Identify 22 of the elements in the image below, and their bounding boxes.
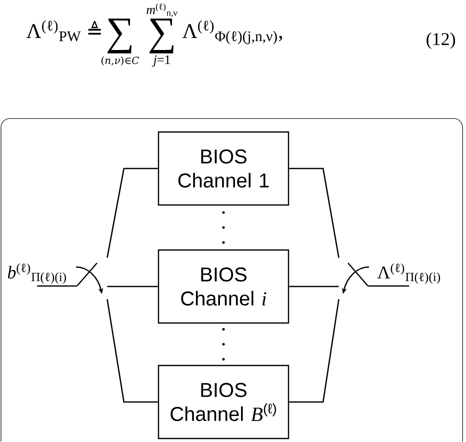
connector-line — [107, 286, 158, 288]
equation-term: ≜ — [88, 20, 101, 35]
connector-line — [368, 285, 410, 287]
equation-term: (n,ν)∈C — [102, 56, 140, 66]
connector-line — [106, 168, 158, 258]
connector-line — [37, 285, 77, 287]
connector-line — [289, 286, 339, 288]
connector-line — [106, 299, 158, 403]
channel-box: BIOS Channel i — [158, 249, 290, 324]
channel-box: BIOS Channel 1 — [158, 131, 290, 206]
equation-term: Λ$^{(ℓ)}$PW — [26, 20, 81, 42]
equation-term: m$^{(ℓ)}$n,ν — [146, 3, 178, 18]
connector-line — [289, 168, 340, 258]
equation-term: j=1 — [152, 55, 170, 67]
channel-box: BIOS Channel B$^{(ℓ)}$ — [158, 364, 290, 440]
equation-number: (12) — [426, 32, 456, 49]
equation-term: Λ$^{(ℓ)}$$_{Φ(ℓ)(j,n,ν)}$, — [182, 20, 282, 44]
signal-label: b$^{(ℓ)}$Π(ℓ)(i) — [8, 263, 66, 284]
signal-label: Λ$^{(ℓ)}$Π(ℓ)(i) — [377, 263, 440, 284]
summation-sign: ∑ — [108, 18, 132, 54]
summation-sign: ∑ — [150, 18, 174, 54]
connector-line — [289, 299, 340, 403]
